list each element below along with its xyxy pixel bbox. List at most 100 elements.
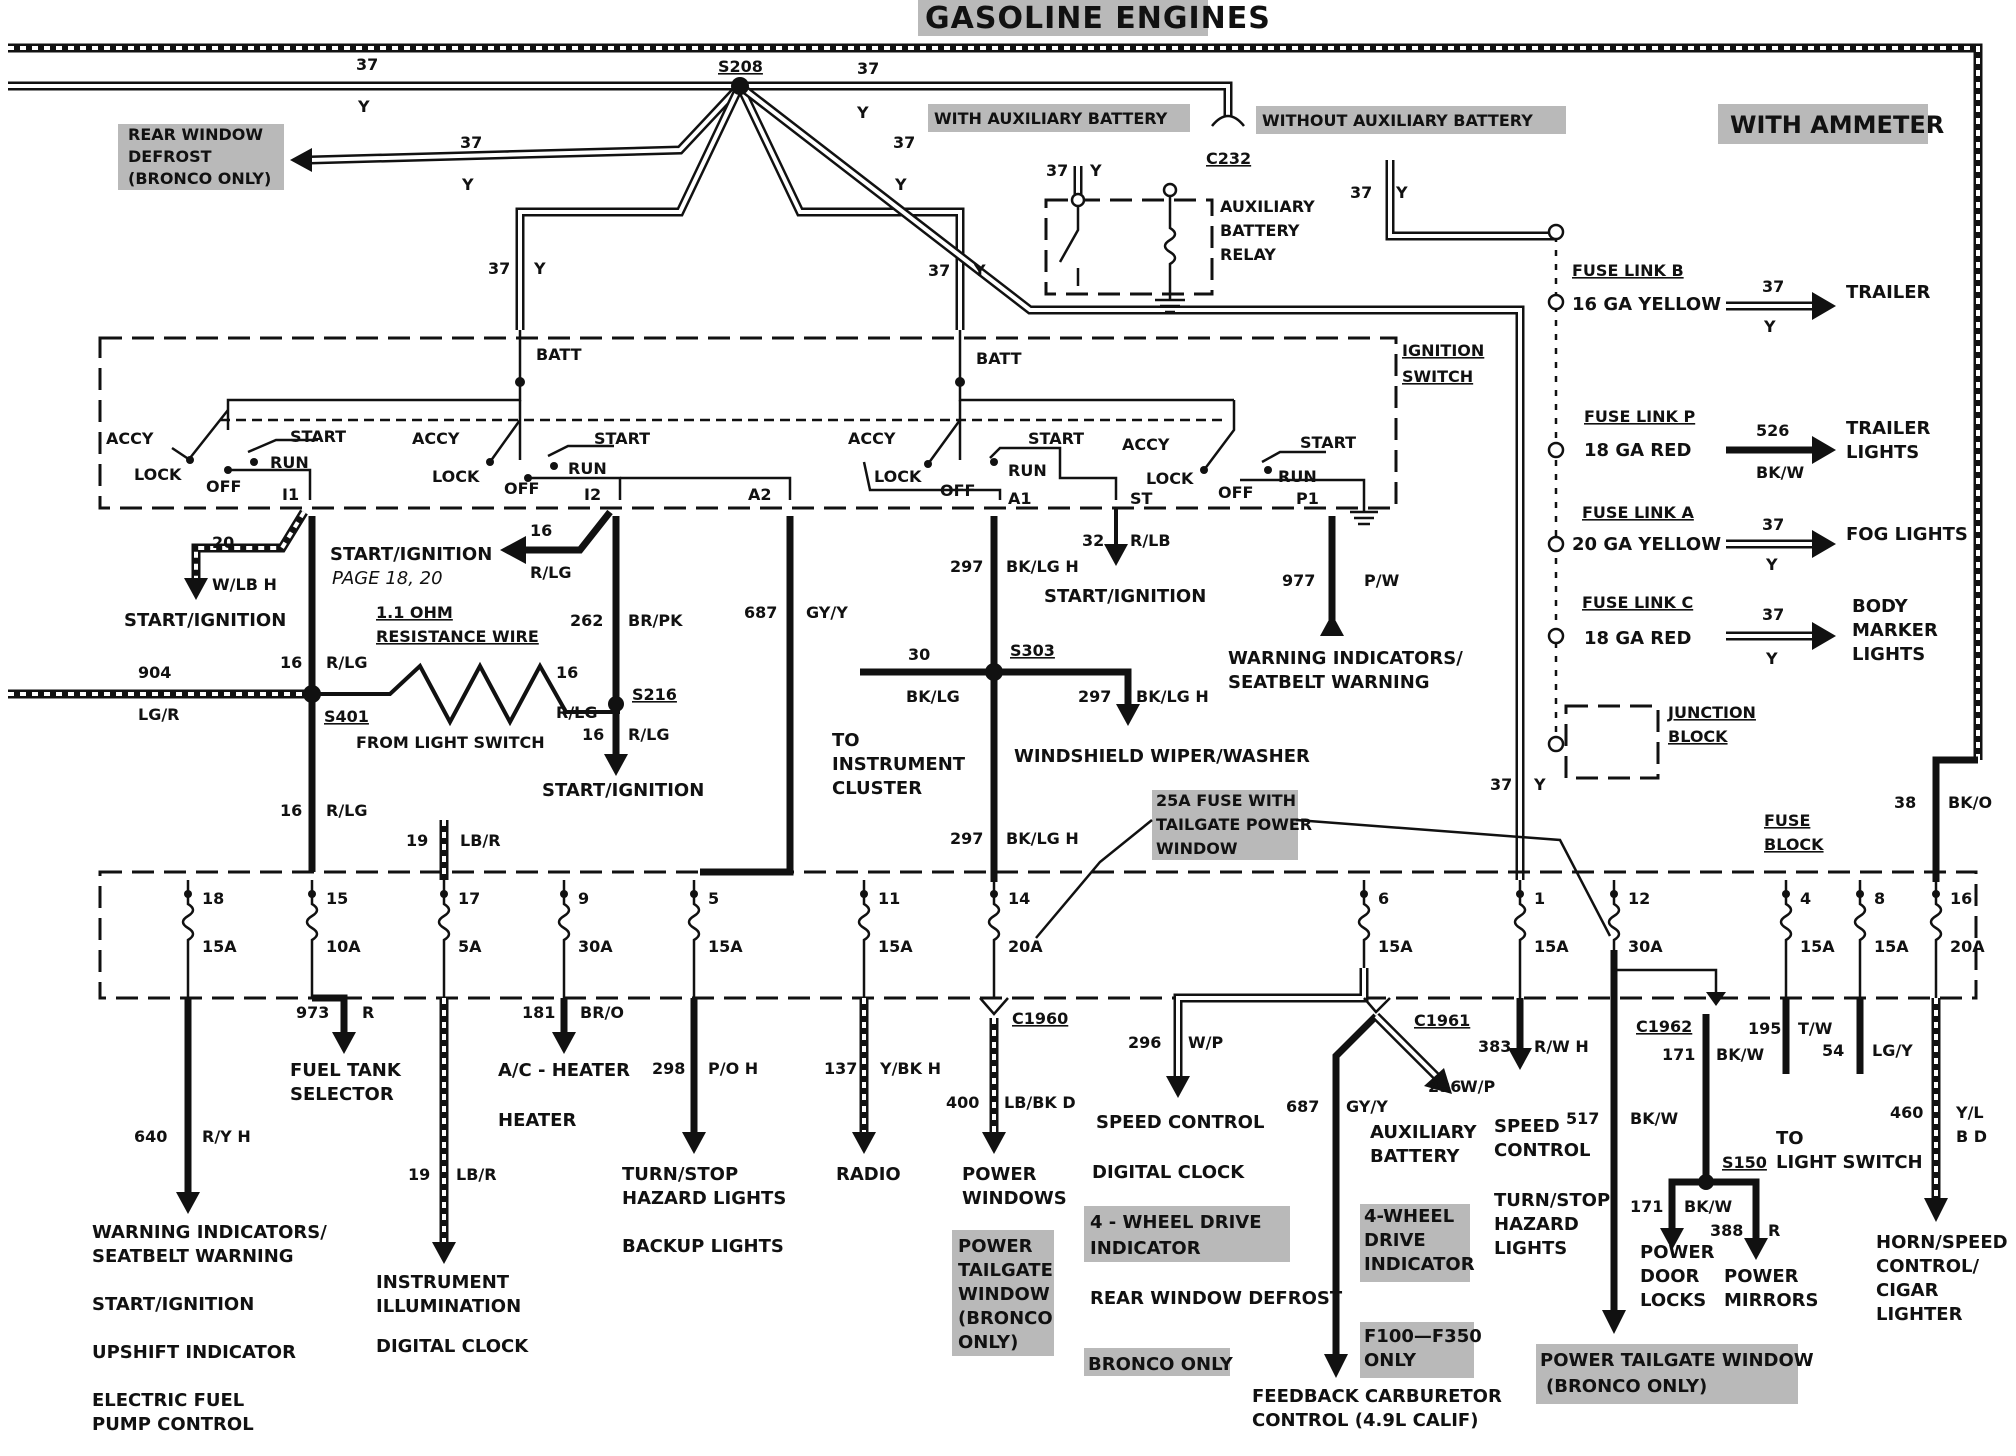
pos-accy: ACCY xyxy=(106,429,154,448)
fuse-link-c-node xyxy=(1547,627,1565,645)
dest-label: POWER TAILGATE WINDOW xyxy=(1540,1350,1814,1371)
fuse-number: 6 xyxy=(1378,889,1389,908)
dest-label: REAR WINDOW xyxy=(128,125,263,144)
dest-label: A/C - HEATER xyxy=(498,1060,630,1081)
wire-16-i2 xyxy=(522,509,613,554)
wire-label: 388 xyxy=(1710,1221,1743,1240)
fuse-element xyxy=(1929,880,1943,998)
fuse-element xyxy=(305,880,319,998)
rear-defrost-destination: REAR WINDOW DEFROST (BRONCO ONLY) xyxy=(118,124,284,190)
wire-label: BK/LG xyxy=(906,687,960,706)
note-label: 25A FUSE WITH xyxy=(1156,791,1296,810)
wire-label: Y/L xyxy=(1955,1103,1984,1122)
wire-label: 16 xyxy=(530,521,552,540)
wire-label: BK/W xyxy=(1756,463,1804,482)
arrow-trailer xyxy=(1812,292,1836,320)
pos-start: START xyxy=(1300,433,1356,452)
wire-label: 54 xyxy=(1822,1041,1844,1060)
from-light-switch: FROM LIGHT SWITCH xyxy=(356,733,545,752)
dest-label: LIGHTER xyxy=(1876,1304,1963,1325)
wire-label: Y xyxy=(856,103,869,122)
fuse-link-name: FUSE LINK C xyxy=(1582,593,1693,612)
wire-label: 195 xyxy=(1748,1019,1781,1038)
dest-label: POWER xyxy=(958,1236,1033,1257)
variant-shade xyxy=(1718,104,1928,144)
wire-label: 171 xyxy=(1630,1197,1663,1216)
wire-label: 37 xyxy=(460,133,482,152)
wire-38 xyxy=(1932,756,1978,882)
wire-label: 181 xyxy=(522,1003,555,1022)
pos-accy: ACCY xyxy=(848,429,896,448)
wire-label: LB/BK D xyxy=(1004,1093,1076,1112)
fuse-terminal xyxy=(560,890,568,898)
dest-label: UPSHIFT INDICATOR xyxy=(92,1342,296,1363)
splice-s208-dot xyxy=(731,77,749,95)
dest-label: HORN/SPEED xyxy=(1876,1232,2008,1253)
arrow-fog-lights xyxy=(1812,530,1836,558)
fuse-element xyxy=(1607,880,1621,998)
wire-973 xyxy=(312,994,348,1036)
fuse-number: 17 xyxy=(458,889,480,908)
fuse-terminal xyxy=(990,890,998,898)
wire-label: 296 xyxy=(1128,1033,1161,1052)
wire-label: 37 xyxy=(1762,515,1784,534)
wire-label: 383 xyxy=(1478,1037,1511,1056)
fuse-element xyxy=(181,880,195,998)
ignition-switch-box xyxy=(98,336,1398,510)
dest-label: (BRONCO ONLY) xyxy=(1546,1376,1707,1397)
pos-off: OFF xyxy=(1218,483,1253,502)
wire-label: 297 xyxy=(950,829,983,848)
wire-label: Y xyxy=(1765,555,1778,574)
fuse-element xyxy=(687,880,701,998)
wire-label: R/LB xyxy=(1130,531,1171,550)
wire-label: 973 xyxy=(296,1003,329,1022)
pos-off: OFF xyxy=(206,477,241,496)
fuse-number: 16 xyxy=(1950,889,1972,908)
wire-label: Y/BK H xyxy=(879,1059,941,1078)
dest-label: INDICATOR xyxy=(1364,1254,1475,1275)
wire-label: R/W H xyxy=(1534,1037,1589,1056)
wire-label: BK/O xyxy=(1948,793,1992,812)
relay-label: BATTERY xyxy=(1220,221,1300,240)
wire-label: 19 xyxy=(408,1165,430,1184)
fuse-number: 14 xyxy=(1008,889,1030,908)
wire-label: Y xyxy=(357,97,370,116)
wire-label: GY/Y xyxy=(1346,1097,1388,1116)
dest-label: CIGAR xyxy=(1876,1280,1939,1301)
fuse-amps: 15A xyxy=(202,937,237,956)
dest-label: START/IGNITION xyxy=(330,544,492,565)
ignition-switch: IGNITION SWITCH BATT BATT ACCY LOCK OFF … xyxy=(98,330,1484,526)
wire-label: Y xyxy=(1765,649,1778,668)
dest-label: FUEL TANK xyxy=(290,1060,402,1081)
wire-label: 977 xyxy=(1282,571,1315,590)
dest-label: TRAILER xyxy=(1846,418,1931,439)
wire-label: 137 xyxy=(824,1059,857,1078)
arrow-rear-defrost xyxy=(290,148,312,172)
wire-label: 400 xyxy=(946,1093,979,1112)
page-ref: PAGE 18, 20 xyxy=(332,568,443,589)
wire-label: BK/W xyxy=(1630,1109,1678,1128)
dest-label: TURN/STOP xyxy=(622,1164,738,1185)
fuse-link-gauge: 18 GA RED xyxy=(1584,440,1691,461)
fuse-amps: 15A xyxy=(1800,937,1835,956)
wire-label: 37 xyxy=(1490,775,1512,794)
dest-label: CONTROL/ xyxy=(1876,1256,1979,1277)
fuse-amps: 15A xyxy=(878,937,913,956)
dest-label: HEATER xyxy=(498,1110,576,1131)
dest-label: START/IGNITION xyxy=(1044,586,1206,607)
junction-block xyxy=(1564,704,1660,780)
resistance-label: 1.1 OHM xyxy=(376,603,453,622)
dest-label: DIGITAL CLOCK xyxy=(1092,1162,1245,1183)
aux-battery-section: WITH AUXILIARY BATTERY WITHOUT AUXILIARY… xyxy=(928,104,1566,314)
dest-label: LIGHT SWITCH xyxy=(1776,1152,1923,1173)
wire-label: 19 xyxy=(406,831,428,850)
wire-label: R/LG xyxy=(530,563,572,582)
dest-label: AUXILIARY xyxy=(1370,1122,1478,1143)
arrow-trailer-lights xyxy=(1812,436,1836,464)
ignition-switch-title: SWITCH xyxy=(1402,367,1473,386)
relay-label: AUXILIARY xyxy=(1220,197,1315,216)
fuse-element xyxy=(987,880,1001,998)
terminal-i1: I1 xyxy=(282,485,299,504)
fuse-link-name: FUSE LINK B xyxy=(1572,261,1684,280)
